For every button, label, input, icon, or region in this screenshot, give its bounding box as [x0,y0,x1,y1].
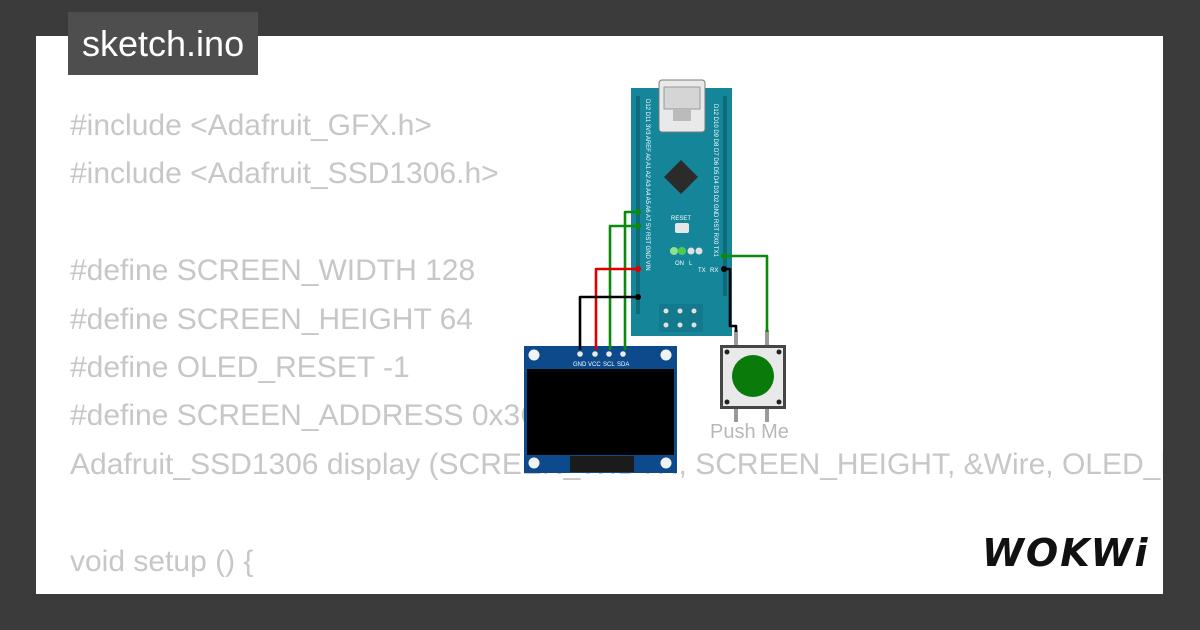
code-line: #define OLED_RESET -1 [70,350,410,384]
rx-led-label: RX [710,268,718,274]
button-label: Push Me [710,421,789,443]
icsp-header [659,304,703,332]
arduino-nano[interactable]: D12 D11 3V3 AREF A0 A1 A2 A3 A4 A5 A6 A7… [631,79,732,336]
wire-button-signal [724,254,769,332]
code-line: #include <Adafruit_GFX.h> [70,109,432,142]
microcontroller-chip-icon [664,160,698,194]
power-led-icon [670,247,678,255]
file-tab[interactable]: sketch.ino [68,12,259,75]
oled-ribbon [570,456,634,472]
code-line: void setup () { [70,544,254,578]
button-cap[interactable] [732,355,774,397]
nano-left-header [636,96,640,314]
wokwi-logo: WOKWi [982,531,1150,575]
oled-pin-scl: SCL [603,362,615,368]
tx-led-icon [687,247,695,255]
code-line: #include <Adafruit_SSD1306.h> [70,157,499,191]
wokwi-logo-text: WOKWi [982,531,1150,575]
tx-led-label: TX [698,268,706,274]
diagram-card: #include <Adafruit_GFX.h> #include <Adafr… [33,33,1166,597]
oled-mount-hole [528,349,540,361]
oled-pin-vcc: VCC [588,362,601,368]
usb-port-inner [663,86,701,110]
oled-display[interactable]: GND VCC SCL SDA [524,346,677,473]
wire-gnd [578,295,638,350]
usb-tongue [673,109,691,121]
code-line: #define SCREEN_HEIGHT 64 [70,302,473,336]
wire-scl [608,224,638,350]
oled-mount-hole [528,457,540,469]
wire-vcc [594,267,638,350]
on-led-label: ON [675,261,684,267]
code-editor: #include <Adafruit_GFX.h> #include <Adafr… [70,102,1163,594]
code-line: #define SCREEN_WIDTH 128 [70,254,476,288]
rx-led-icon [695,247,703,255]
code-line: #define SCREEN_ADDRESS 0x3C [70,399,542,433]
l-led-label: L [689,261,693,267]
nano-right-header [723,96,727,296]
reset-label: RESET [671,216,691,222]
l-led-icon [678,247,686,255]
reset-button[interactable] [675,223,689,233]
oled-pin-gnd: GND [573,362,587,368]
oled-mount-hole [660,457,672,469]
wire-button-gnd [724,267,738,332]
code-line: if (!display.begin(SSD1306_SWITCHCAPVCC,… [70,586,1163,594]
nano-right-pin-labels: D12 D10 D9 D8 D7 D6 D5 D4 D3 D2 GND RST … [712,104,718,257]
nano-left-pin-labels: D12 D11 3V3 AREF A0 A1 A2 A3 A4 A5 A6 A7… [644,99,650,271]
oled-pin-sda: SDA [617,362,629,368]
wire-sda [623,210,638,350]
wires [578,209,769,350]
push-button[interactable]: Push Me [710,330,789,443]
oled-mount-hole [660,349,672,361]
oled-screen [527,369,674,455]
